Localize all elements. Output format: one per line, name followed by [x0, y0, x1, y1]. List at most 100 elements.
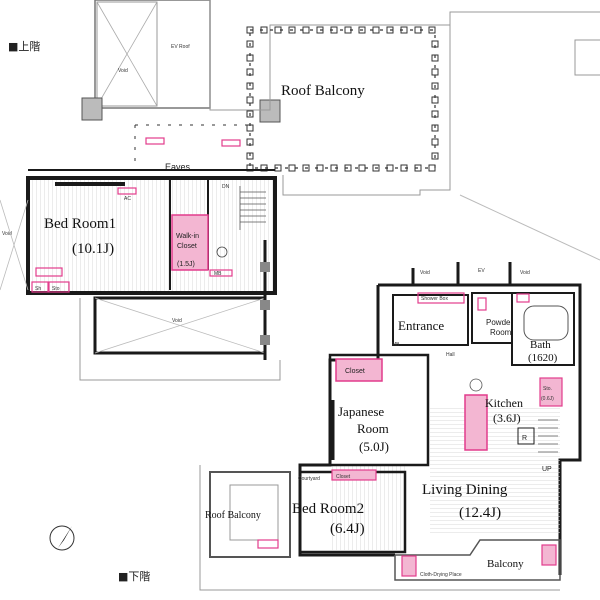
japanese-line1: Japanese	[338, 404, 384, 419]
walkin-closet	[171, 214, 209, 271]
entrance-label: Entrance	[398, 318, 444, 333]
railing-post	[330, 164, 338, 172]
railing-post	[386, 164, 394, 172]
railing-post	[246, 138, 254, 146]
railing-post	[431, 152, 439, 160]
bath-label: Bath	[530, 339, 551, 351]
railing-post	[246, 40, 254, 48]
closet-small	[331, 469, 377, 481]
bedroom1-name: Bed Room1	[44, 216, 116, 232]
lower-floor: Void EV Void Shower Box Entrance MB Hall…	[199, 262, 582, 591]
stairs-lower	[538, 419, 558, 453]
living-floor	[430, 405, 560, 535]
sto-label-upper: Sto	[52, 286, 60, 292]
roof-outline	[209, 0, 600, 111]
sh-label: Sh	[35, 286, 41, 292]
bedroom2-size: (6.4J)	[330, 521, 365, 537]
floor-tag-lower: ■下階	[118, 569, 150, 583]
void-b-label: Void	[520, 270, 530, 276]
railing-post	[274, 164, 282, 172]
railing-post	[428, 164, 436, 172]
railing-post	[431, 96, 439, 104]
sto-lower-label: Sto.	[543, 386, 552, 392]
stairs-upper	[239, 186, 266, 230]
railing-post	[246, 68, 254, 76]
railing-post	[246, 82, 254, 90]
railing-post	[372, 164, 380, 172]
railing-post	[372, 26, 380, 34]
walkin-size: (1.5J)	[177, 261, 195, 268]
eaves-label: Eaves	[165, 162, 191, 172]
railing-post	[246, 110, 254, 118]
floor-tag-upper: ■上階	[8, 39, 40, 53]
void-lower-label: Void	[172, 318, 182, 324]
upper-floor: Void EV Roof Roof Balcony Eaves AC DN	[0, 0, 600, 381]
railing-post	[414, 26, 422, 34]
balcony-outline	[394, 539, 561, 581]
railing-post	[246, 96, 254, 104]
walkin-line2: Closet	[177, 243, 197, 250]
railing-post	[400, 26, 408, 34]
closet-lower-label: Closet	[345, 368, 365, 375]
sto-box	[48, 281, 70, 293]
railing-post	[274, 26, 282, 34]
railing-post	[431, 138, 439, 146]
powder-line2: Room	[490, 328, 512, 337]
kitchen-size: (3.6J)	[493, 411, 521, 425]
living-name: Living Dining	[422, 482, 508, 498]
mb-label-upper: MB	[214, 271, 222, 277]
bedroom1-room	[26, 176, 277, 295]
railing-post	[260, 26, 268, 34]
railing-post	[428, 26, 436, 34]
bedroom2-name: Bed Room2	[292, 501, 364, 517]
japanese-room	[328, 353, 430, 467]
mb-label-lower: MB	[392, 342, 400, 348]
railing-post	[302, 26, 310, 34]
railing-post	[414, 164, 422, 172]
living-size: (12.4J)	[459, 505, 501, 521]
railing-post	[431, 124, 439, 132]
void-top-box	[96, 1, 158, 107]
railing-post	[400, 164, 408, 172]
closet-lower	[335, 358, 383, 382]
railing-post	[246, 26, 254, 34]
railing-post	[431, 68, 439, 76]
ev-roof-label: EV Roof	[171, 44, 190, 50]
railing-post	[431, 40, 439, 48]
bath-room	[511, 292, 575, 366]
courtyard-label: Courtyard	[298, 476, 320, 482]
compass-icon	[49, 525, 75, 551]
japanese-line2: Room	[357, 421, 389, 436]
ac-label-upper: AC	[124, 196, 131, 202]
dn-label: DN	[222, 184, 230, 190]
r-label: R	[522, 435, 527, 442]
bath-size: (1620)	[528, 352, 558, 364]
void-a-label: Void	[420, 270, 430, 276]
kitchen-counter	[464, 394, 488, 451]
roof-balcony-label: Roof Balcony	[281, 83, 365, 99]
cloth-drying-label: Cloth-Drying Place	[420, 572, 462, 578]
japanese-size: (5.0J)	[359, 439, 389, 454]
closet-small-label: Closet	[336, 474, 351, 480]
hall-label: Hall	[446, 352, 455, 358]
kitchen-label: Kitchen	[485, 396, 523, 410]
railing-posts	[246, 26, 439, 172]
up-label: UP	[542, 466, 552, 473]
railing-post	[386, 26, 394, 34]
shower-box-label: Shower Box	[421, 296, 448, 302]
railing-post	[330, 26, 338, 34]
sto-lower	[539, 377, 563, 407]
railing-post	[344, 164, 352, 172]
railing-post	[431, 82, 439, 90]
void-left-label: Void	[2, 231, 12, 237]
railing-post	[344, 26, 352, 34]
roof-balcony-railing	[249, 29, 436, 169]
railing-post	[316, 164, 324, 172]
ev-shaft-block	[94, 0, 211, 109]
railing-post	[431, 110, 439, 118]
railing-post	[358, 164, 366, 172]
sto-lower-size: (0.6J)	[541, 396, 554, 402]
railing-post	[246, 124, 254, 132]
railing-post	[302, 164, 310, 172]
